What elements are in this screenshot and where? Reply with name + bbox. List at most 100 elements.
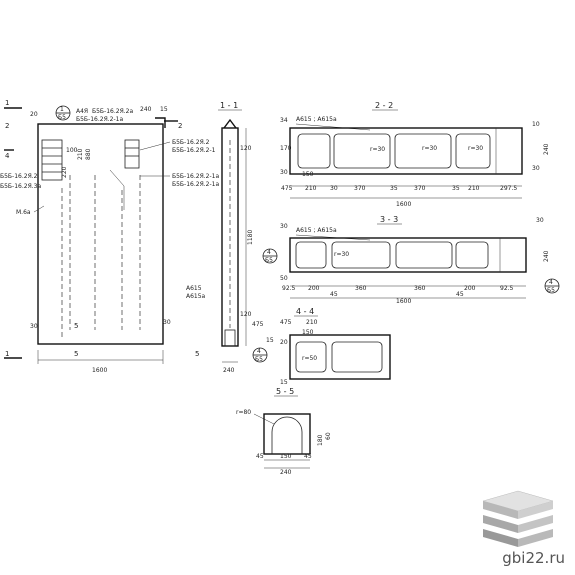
section-5-arch bbox=[271, 416, 303, 454]
front-dim: 100 bbox=[66, 147, 78, 154]
front-left-label: Б5Б-16.2Я.2 bbox=[0, 173, 38, 180]
section-2-outline bbox=[289, 127, 523, 175]
front-callout-sub: Б5 bbox=[58, 114, 66, 121]
section-3-dim: 240 bbox=[543, 250, 550, 262]
leader-line bbox=[139, 141, 171, 151]
section-mark-2-right: 2 bbox=[178, 122, 182, 130]
front-top-label: Б5Б-16.2Я.2-1а bbox=[76, 116, 123, 123]
section-2-dim: 475 bbox=[281, 185, 293, 192]
section-1-dim: 240 bbox=[223, 367, 235, 374]
section-3-dim: 45 bbox=[330, 291, 338, 298]
section-2-dim: 210 bbox=[305, 185, 317, 192]
section-3-opening bbox=[331, 241, 391, 269]
section-2-2-title: 2 - 2 bbox=[375, 101, 393, 110]
section-2-opening bbox=[394, 133, 452, 169]
section-1-bottom-cut bbox=[224, 329, 236, 347]
section-mark-1-top: 1 bbox=[5, 99, 9, 107]
section-2-radius: r=30 bbox=[468, 145, 483, 152]
front-rebar-label: А615 bbox=[186, 285, 202, 292]
front-view: 1600 1 2 2 4 5 5 1 5 1 Б5 А4Я Б5Б-16.2Я.… bbox=[0, 99, 219, 374]
section-3-dim: 92.5 bbox=[282, 285, 296, 292]
section-5-dim: 45 bbox=[304, 453, 312, 460]
section-2-dim-total: 1600 bbox=[396, 201, 411, 208]
section-5-dim: 150 bbox=[280, 453, 292, 460]
section-3-dim: 45 bbox=[456, 291, 464, 298]
front-top-bracket bbox=[155, 117, 166, 128]
section-5-dim: 45 bbox=[256, 453, 264, 460]
section-4-radius: r=50 bbox=[302, 355, 317, 362]
section-1-callout-num: 4 bbox=[257, 348, 261, 355]
section-mark-4-left: 4 bbox=[5, 152, 10, 160]
section-3-callout-sub: Б5 bbox=[265, 257, 273, 264]
section-3-opening bbox=[455, 241, 489, 269]
section-4-dim: 150 bbox=[302, 329, 314, 336]
section-2-dim: 370 bbox=[354, 185, 366, 192]
section-4-4: 4 - 4 r=50 475 210 20 150 15 bbox=[280, 307, 391, 386]
section-2-dim: 30 bbox=[280, 169, 288, 176]
section-1-1: 1 - 1 120 1180 120 240 475 15 4 Б5 bbox=[218, 101, 274, 374]
section-3-dim: 200 bbox=[308, 285, 320, 292]
section-3-3: 3 - 3 А615 ; А615а r=30 30 50 92.5 200 4… bbox=[262, 215, 560, 305]
front-dim-width: 1600 bbox=[92, 367, 107, 374]
front-right-label: Б5Б-16.2Я.2-1 bbox=[172, 147, 216, 154]
section-3-dim: 92.5 bbox=[500, 285, 514, 292]
section-2-2: 2 - 2 А615 ; А615а r=30 r=30 r=30 150 34… bbox=[280, 101, 550, 208]
front-rebar-label: А615а bbox=[186, 293, 206, 300]
section-3-dim: 30 bbox=[536, 217, 544, 224]
section-2-dim: 35 bbox=[390, 185, 398, 192]
section-3-callout-sub: Б5 bbox=[547, 287, 555, 294]
section-5-radius: r=80 bbox=[236, 409, 251, 416]
front-callout-num: 1 bbox=[60, 106, 64, 113]
section-4-dim: 20 bbox=[280, 339, 288, 346]
section-2-dim: 170 bbox=[280, 145, 292, 152]
front-opening-right bbox=[124, 139, 140, 169]
section-5-dim-total: 240 bbox=[280, 469, 292, 476]
front-right-label: Б5Б-16.2Я.2-1а bbox=[172, 173, 219, 180]
front-right-label: Б5Б-16.2Я.2 bbox=[172, 139, 210, 146]
section-3-callout-num: 4 bbox=[267, 249, 271, 256]
leader-line bbox=[33, 205, 45, 213]
section-2-dim: 370 bbox=[414, 185, 426, 192]
section-4-outline bbox=[289, 334, 391, 380]
cube-logo bbox=[482, 490, 554, 547]
section-3-opening bbox=[395, 241, 453, 269]
section-2-inner: 150 bbox=[302, 171, 314, 178]
section-4-opening bbox=[295, 341, 327, 373]
front-dim: 15 bbox=[160, 106, 168, 113]
section-1-dim: 15 bbox=[266, 337, 274, 344]
watermark-text: gbi22.ru bbox=[502, 549, 565, 567]
section-1-dim: 120 bbox=[240, 311, 252, 318]
section-5-dim: 180 bbox=[317, 434, 324, 446]
section-4-dim: 15 bbox=[280, 379, 288, 386]
section-4-4-title: 4 - 4 bbox=[296, 307, 314, 316]
front-opening bbox=[41, 139, 63, 181]
front-label-m: М.6а bbox=[16, 209, 31, 216]
section-4-dim: 475 bbox=[280, 319, 292, 326]
section-1-dim: 475 bbox=[252, 321, 264, 328]
front-dim: 240 bbox=[140, 106, 152, 113]
section-mark-1-bottom: 1 bbox=[5, 350, 9, 358]
section-3-3-title: 3 - 3 bbox=[380, 215, 398, 224]
front-view-outline bbox=[37, 123, 164, 345]
section-2-dim: 10 bbox=[532, 121, 540, 128]
section-mark-5-right: 5 bbox=[195, 350, 199, 358]
section-3-dim: 360 bbox=[355, 285, 367, 292]
front-top-label: А4Я bbox=[76, 108, 88, 115]
section-mark-5-bottom: 5 bbox=[74, 350, 78, 358]
front-dim: 220 bbox=[61, 166, 68, 178]
section-2-opening bbox=[455, 133, 491, 169]
section-2-opening bbox=[333, 133, 391, 169]
front-contour bbox=[109, 169, 125, 210]
section-2-dim: 210 bbox=[468, 185, 480, 192]
section-4-opening bbox=[331, 341, 383, 373]
section-5-outline bbox=[263, 413, 311, 455]
section-2-dim: 297.5 bbox=[500, 185, 517, 192]
section-2-opening bbox=[297, 133, 331, 169]
section-mark-2-left: 2 bbox=[5, 122, 9, 130]
section-3-label: А615 ; А615а bbox=[296, 227, 337, 234]
section-3-opening bbox=[295, 241, 327, 269]
front-dim: 880 bbox=[85, 148, 92, 160]
front-dim: 20 bbox=[30, 111, 38, 118]
section-5-5-title: 5 - 5 bbox=[276, 387, 294, 396]
front-left-label: Б5Б-16.2Я.3а bbox=[0, 183, 41, 190]
